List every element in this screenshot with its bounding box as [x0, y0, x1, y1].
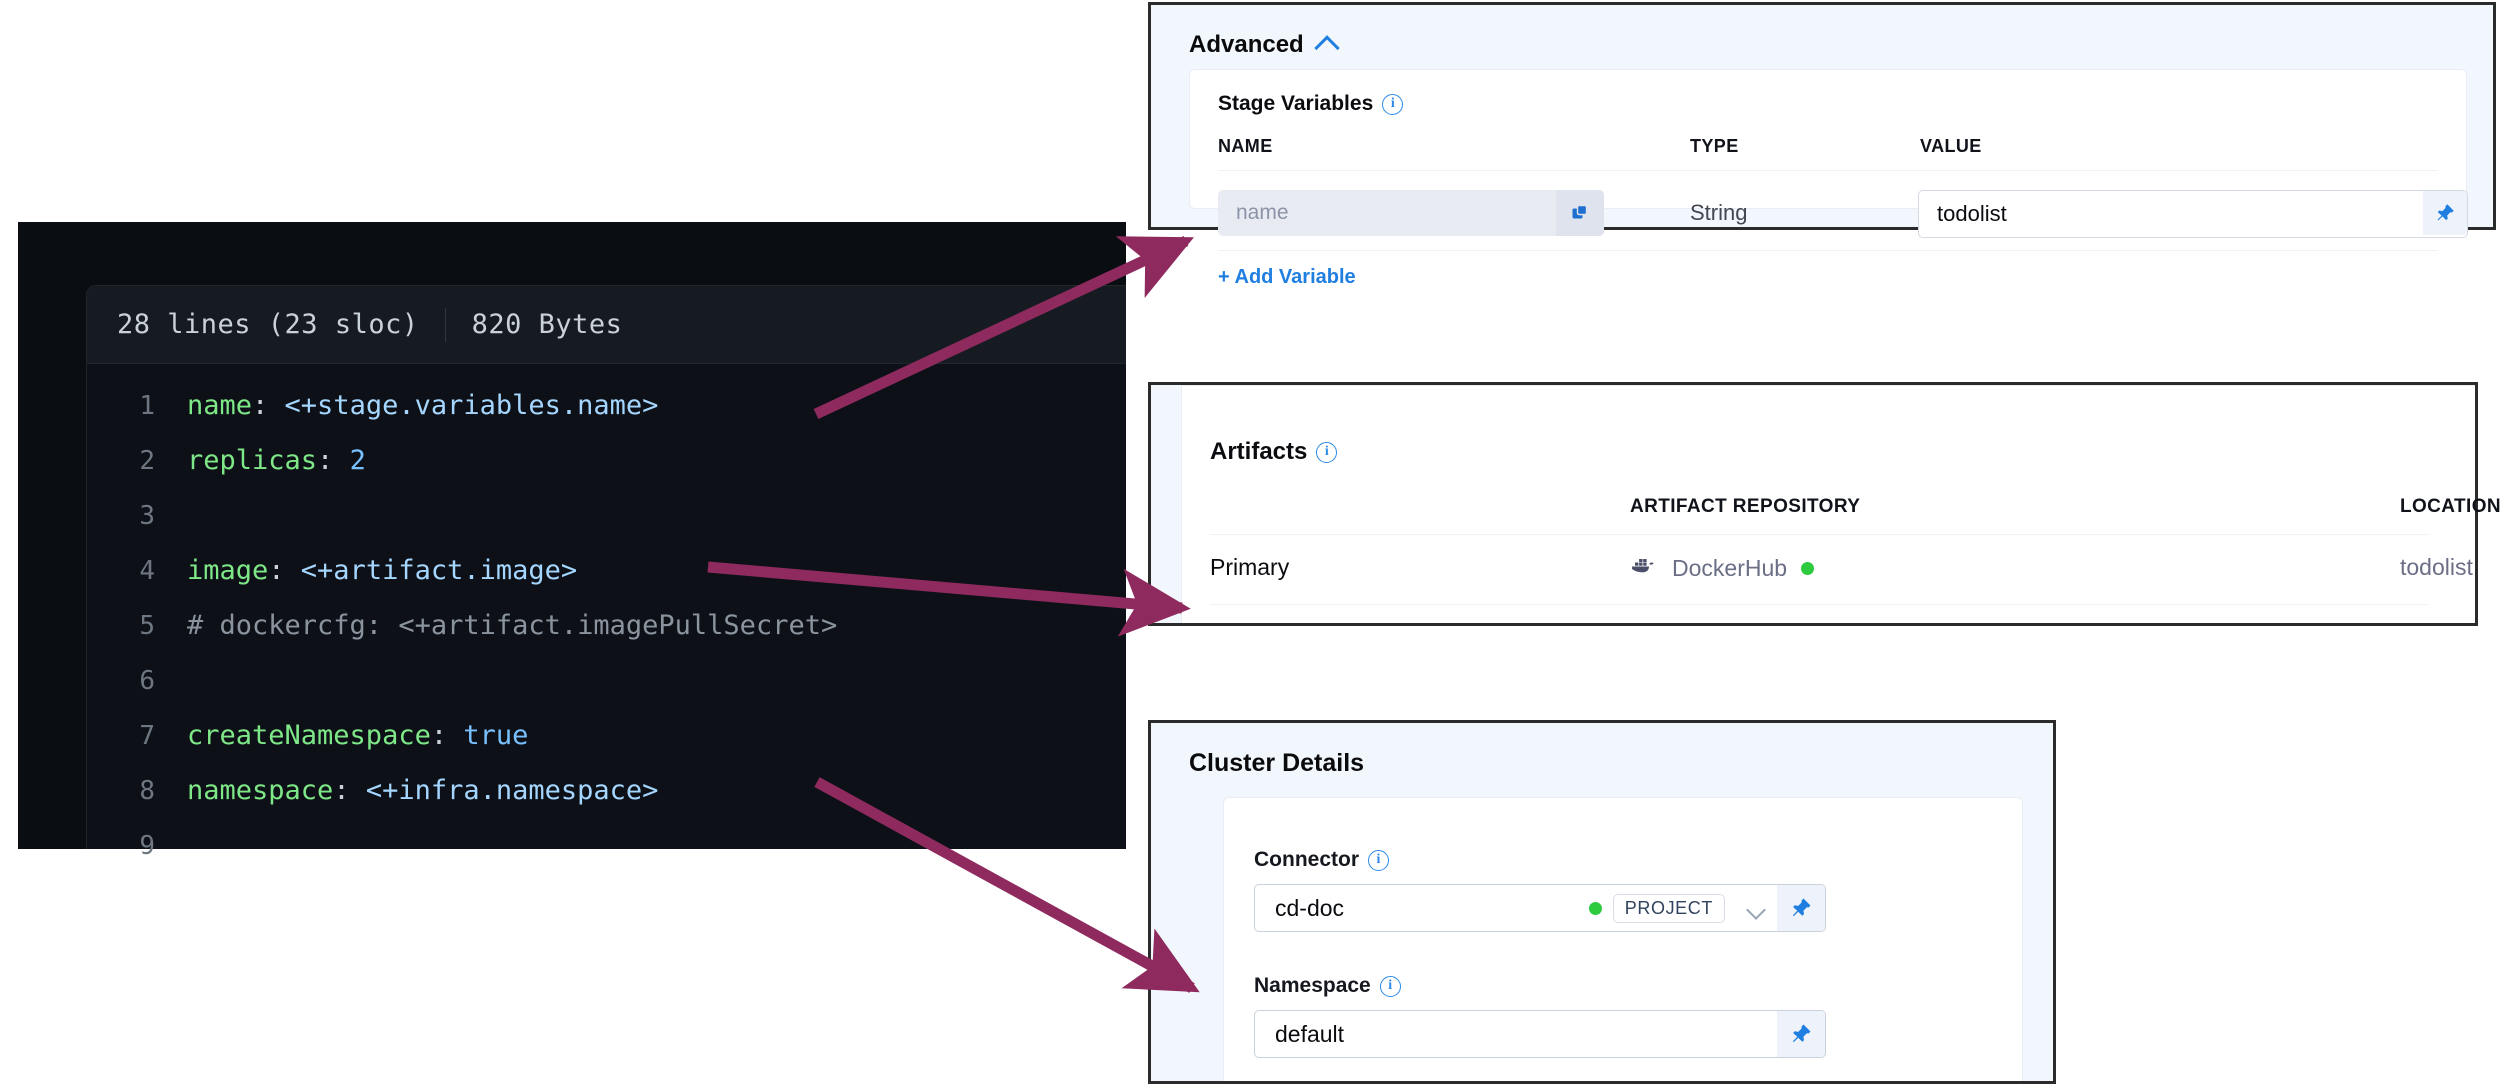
table-divider-bottom — [1210, 604, 2429, 605]
code-line-number: 7 — [139, 720, 155, 751]
namespace-label-text: Namespace — [1254, 974, 1371, 997]
docker-whale-icon — [1630, 554, 1658, 582]
code-line: 1 name: <+stage.variables.name> — [87, 378, 1126, 433]
namespace-value: default — [1275, 1020, 1345, 1047]
table-divider — [1218, 170, 2438, 171]
code-line-number: 8 — [139, 775, 155, 806]
chevron-up-icon[interactable] — [1313, 35, 1340, 61]
status-dot-connected — [1801, 561, 1815, 575]
namespace-input[interactable]: default — [1254, 1010, 1826, 1058]
connector-field-label: Connector i — [1254, 848, 1389, 872]
code-line-content: # dockercfg: <+artifact.imagePullSecret> — [187, 610, 838, 641]
code-line-number: 6 — [139, 665, 155, 696]
table-divider-bottom — [1218, 250, 2438, 251]
copy-icon[interactable] — [1556, 190, 1604, 236]
code-line-number: 1 — [139, 390, 155, 421]
code-viewer-panel: 28 lines (23 sloc) 820 Bytes 1 name: <+st… — [18, 222, 1126, 859]
stage-variables-text: Stage Variables — [1218, 92, 1374, 115]
code-line-content: name: <+stage.variables.name> — [187, 390, 659, 421]
variable-value-text: todolist — [1937, 201, 2007, 226]
code-line: 2 replicas: 2 — [87, 433, 1126, 488]
code-line-number: 5 — [139, 610, 155, 641]
code-lines-container: 1 name: <+stage.variables.name> 2 replicas:… — [87, 364, 1126, 873]
cluster-details-card: Cluster Details Connector i cd-doc PROJE… — [1148, 720, 2056, 1084]
variable-value-input[interactable]: todolist — [1918, 190, 2468, 238]
connector-value: cd-doc — [1275, 894, 1345, 921]
meta-divider — [444, 307, 446, 342]
code-line-number: 3 — [139, 500, 155, 531]
artifact-location-value: todolist — [2400, 554, 2473, 580]
namespace-field-label: Namespace i — [1254, 974, 1401, 998]
column-header-value: VALUE — [1920, 136, 1982, 156]
code-line-content: createNamespace: true — [187, 720, 529, 751]
advanced-label: Advanced — [1189, 31, 1304, 58]
artifact-type-label: Primary — [1210, 554, 1290, 580]
code-line: 9 — [87, 818, 1126, 873]
variable-name-placeholder: name — [1236, 201, 1289, 224]
artifacts-label: Artifacts i — [1210, 438, 1338, 466]
column-header-location: LOCATION — [2400, 496, 2501, 517]
table-divider — [1210, 534, 2429, 535]
pin-icon[interactable] — [1777, 885, 1825, 931]
code-lines-count: 28 lines (23 sloc) — [117, 309, 419, 340]
stage-variables-label: Stage Variables i — [1218, 92, 1404, 116]
info-icon[interactable]: i — [1368, 849, 1389, 871]
artifact-repository-cell[interactable]: DockerHub — [1630, 554, 1815, 582]
code-line: 8 namespace: <+infra.namespace> — [87, 763, 1126, 818]
scope-badge-label: PROJECT — [1612, 894, 1725, 923]
pin-icon[interactable] — [2423, 191, 2467, 235]
info-icon[interactable]: i — [1316, 441, 1338, 463]
chevron-down-icon[interactable] — [1746, 900, 1766, 920]
column-header-name: NAME — [1218, 136, 1273, 156]
artifacts-text: Artifacts — [1210, 438, 1308, 465]
code-line-number: 4 — [139, 555, 155, 586]
connector-scope-badge[interactable]: PROJECT — [1588, 894, 1725, 923]
code-line: 3 — [87, 488, 1126, 543]
code-line: 4 image: <+artifact.image> — [87, 543, 1126, 598]
advanced-section-card: Advanced Stage Variables i NAME TYPE VAL… — [1148, 2, 2496, 288]
advanced-section-header[interactable]: Advanced — [1189, 31, 1340, 61]
info-icon[interactable]: i — [1379, 975, 1401, 997]
artifacts-section-card: Artifacts i ARTIFACT REPOSITORY LOCATION… — [1148, 382, 2501, 626]
connector-input[interactable]: cd-doc PROJECT — [1254, 884, 1826, 932]
add-variable-button[interactable]: + Add Variable — [1218, 266, 1356, 288]
column-header-type: TYPE — [1690, 136, 1739, 156]
variable-name-input[interactable]: name — [1218, 190, 1604, 236]
cluster-details-panel: Connector i cd-doc PROJECT Namespace i d… — [1223, 797, 2023, 1081]
code-line-content: namespace: <+infra.namespace> — [187, 775, 659, 806]
code-line-number: 9 — [139, 830, 155, 861]
variable-type-value: String — [1690, 200, 1748, 225]
artifact-repository-name: DockerHub — [1672, 554, 1788, 581]
code-line: 7 createNamespace: true — [87, 708, 1126, 763]
code-line-content: replicas: 2 — [187, 445, 366, 476]
code-viewer-inner: 28 lines (23 sloc) 820 Bytes 1 name: <+st… — [86, 285, 1126, 859]
stage-variable-row: name String todolist — [1218, 182, 2468, 244]
code-line: 5 # dockercfg: <+artifact.imagePullSecret… — [87, 598, 1126, 653]
status-dot-connected — [1588, 902, 1602, 915]
cluster-details-title: Cluster Details — [1189, 749, 1365, 777]
column-header-artifact-repository: ARTIFACT REPOSITORY — [1630, 496, 1861, 517]
code-file-size: 820 Bytes — [471, 309, 623, 340]
info-icon[interactable]: i — [1382, 93, 1404, 115]
connector-label-text: Connector — [1254, 848, 1359, 871]
code-line-number: 2 — [139, 445, 155, 476]
pin-icon[interactable] — [1777, 1011, 1825, 1057]
artifacts-panel: Artifacts i ARTIFACT REPOSITORY LOCATION… — [1181, 385, 2501, 623]
stage-variables-panel: Stage Variables i NAME TYPE VALUE name S… — [1189, 69, 2468, 288]
code-file-meta-bar: 28 lines (23 sloc) 820 Bytes — [87, 286, 1126, 364]
code-line-content: image: <+artifact.image> — [187, 555, 578, 586]
code-line: 6 — [87, 653, 1126, 708]
